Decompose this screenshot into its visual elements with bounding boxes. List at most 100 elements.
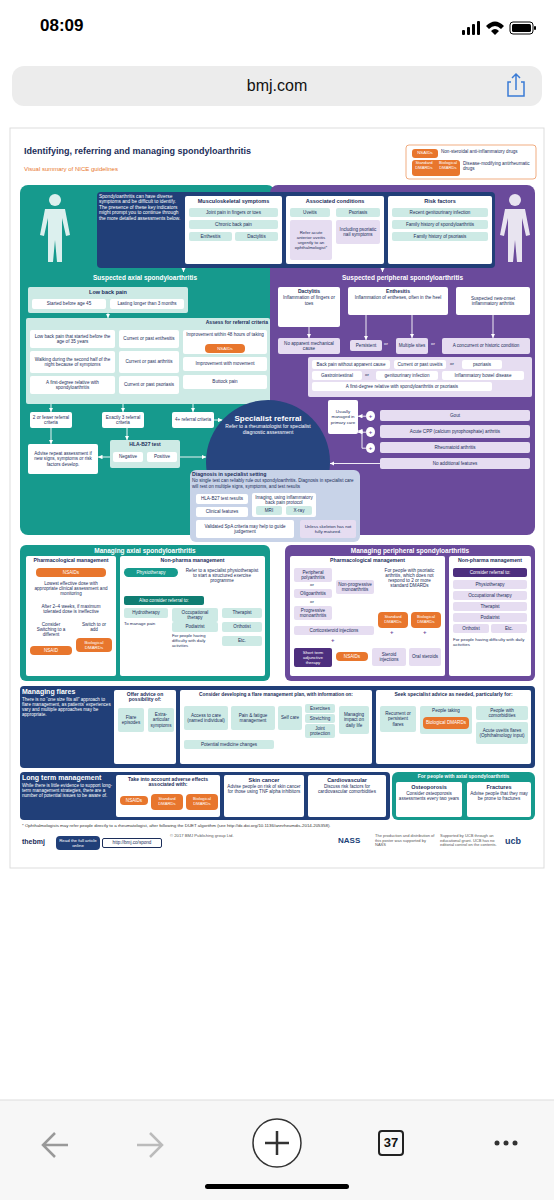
note-label: For people having difficulty with daily … bbox=[453, 637, 529, 647]
box-text: Oral steroids bbox=[412, 654, 438, 659]
box-text: Lowest effective dose with appropriate c… bbox=[32, 581, 110, 597]
text-box: HLA-B27 test results bbox=[196, 494, 248, 504]
box-text: After 2–4 weeks, if maximum tolerated do… bbox=[32, 604, 110, 615]
pill-box: People with comorbidities bbox=[476, 706, 528, 720]
box-text: MRI bbox=[265, 508, 273, 513]
box-text: Therapist bbox=[480, 604, 499, 609]
text-box: Offer advice on possibility of:Flare epi… bbox=[114, 690, 176, 764]
note-label: * Ophthalmologists may refer people dire… bbox=[22, 823, 534, 828]
box-text: Inflammation of fingers or toes bbox=[280, 295, 338, 306]
box-text: Etc. bbox=[238, 638, 246, 643]
pill-box: Steroid injections bbox=[372, 648, 406, 666]
box-text: Back pain without apparent cause bbox=[317, 362, 386, 367]
text-box: Buttock pain bbox=[183, 375, 267, 389]
text-box: Pharmacological managementNSAIDsLowest e… bbox=[26, 556, 116, 676]
pill-box: Exercises bbox=[305, 704, 335, 713]
note-label: The production and distribution of this … bbox=[375, 834, 435, 848]
box-text: Flare episodes bbox=[120, 715, 142, 726]
text-box: psoriasis bbox=[462, 360, 502, 369]
box-text: Occupational therapy bbox=[468, 593, 511, 598]
more-dots bbox=[495, 1141, 518, 1146]
box-heading: Risk factors bbox=[424, 198, 456, 204]
box-heading: For people with axial spondyloarthritis bbox=[418, 774, 510, 780]
box-text: HLA-B27 test results bbox=[201, 496, 243, 501]
section-band: Long term managementWhile there is littl… bbox=[20, 772, 390, 820]
toolbar-rule bbox=[0, 1100, 554, 1101]
text-box: Seek specialist advice as needed, partic… bbox=[376, 690, 531, 764]
pill-box: Hydrotherapy bbox=[124, 608, 168, 618]
pill-box: X-ray bbox=[286, 506, 312, 515]
pill-box: Etc. bbox=[222, 636, 262, 646]
box-text: NSAIDs bbox=[344, 654, 360, 659]
text-box: Musculoskeletal symptomsJoint pain in fi… bbox=[185, 196, 282, 264]
pill-box: Dactylitis bbox=[235, 232, 278, 241]
box-text: Physiotherapy bbox=[136, 570, 165, 575]
note-label: or bbox=[310, 582, 314, 587]
note-label: 08:09 bbox=[40, 16, 83, 36]
note-label: or bbox=[450, 361, 454, 366]
drug-pill: NSAIDs bbox=[336, 652, 368, 661]
note-label: To manage pain bbox=[124, 621, 168, 626]
pill-box: Non-progressive monoarthritis bbox=[336, 580, 374, 594]
note-label: or bbox=[310, 599, 314, 604]
box-heading: Dactylitis bbox=[298, 289, 320, 295]
box-heading: Seek specialist advice as needed, partic… bbox=[394, 692, 512, 698]
text-box: Advise repeat assessment if new signs, s… bbox=[28, 444, 98, 474]
box-text: + bbox=[369, 413, 373, 420]
pill-box: Orthotist bbox=[453, 624, 489, 633]
drug-pill: Biological DMARDs bbox=[423, 717, 469, 729]
box-text: People with comorbidities bbox=[478, 708, 526, 719]
pill-box: HLA-B27 testNegativePositive bbox=[110, 440, 180, 468]
box-text: Negative bbox=[119, 454, 137, 459]
pill-box: Unless skeleton has not fully matured. bbox=[300, 520, 356, 538]
text-box: Inflammatory bowel disease bbox=[442, 371, 524, 380]
box-text: No single test can reliably rule out spo… bbox=[192, 478, 358, 489]
text-box: Negative bbox=[113, 452, 143, 462]
box-text: Improvement within 48 hours of taking bbox=[186, 332, 264, 337]
box-text: Buttock pain bbox=[212, 379, 237, 384]
box-text: Standard DMARDs bbox=[153, 797, 181, 807]
link-box: http://bmj.co/spond bbox=[102, 838, 162, 848]
box-text: Managing impact on daily life bbox=[341, 712, 367, 728]
note-label: or bbox=[365, 372, 369, 377]
pill-box: Pain & fatigue management bbox=[231, 706, 275, 730]
box-text: Switch to or add bbox=[78, 622, 110, 633]
text-box: genitourinary infection bbox=[376, 371, 438, 380]
note-label: or bbox=[431, 341, 435, 346]
pill-box: Physiotherapy bbox=[453, 580, 527, 589]
box-heading: Low back pain bbox=[30, 289, 186, 295]
box-text: No apparent mechanical cause bbox=[280, 341, 338, 352]
flow-arrow bbox=[127, 428, 128, 440]
flow-arrow bbox=[177, 457, 206, 458]
box-text: Pain & fatigue management bbox=[233, 713, 273, 724]
plus-circle: + bbox=[366, 427, 375, 437]
section-panel: Physiotherapy bbox=[124, 568, 178, 577]
text-box: Improvement with movement bbox=[183, 357, 267, 371]
pill-box: Stretching bbox=[305, 714, 335, 723]
forward-arrow bbox=[137, 1133, 162, 1157]
text-box: Take into account adverse effects associ… bbox=[116, 775, 220, 817]
box-text: Recent genitourinary infection bbox=[410, 210, 471, 215]
text-area: Switch to or add bbox=[76, 620, 112, 636]
box-text: Started before age 45 bbox=[47, 301, 91, 306]
box-text: Non-progressive monoarthritis bbox=[338, 582, 372, 593]
new-tab-button bbox=[253, 1119, 301, 1167]
drug-pill: Biological DMARDs bbox=[76, 638, 112, 652]
flow-arrow bbox=[358, 416, 366, 417]
note-label: For people having difficulty with daily … bbox=[172, 634, 218, 648]
text-box: Current or past psoriasis bbox=[119, 376, 179, 394]
drug-pill: Standard DMARDs bbox=[378, 612, 408, 628]
text-box: Clinical features bbox=[196, 507, 248, 517]
box-text: Refer to a specialist physiotherapist to… bbox=[184, 568, 260, 584]
pill-box: Podiatrist bbox=[453, 613, 527, 622]
box-text: NSAIDs bbox=[126, 798, 142, 803]
flow-arrow bbox=[493, 315, 494, 338]
box-text: X-ray bbox=[294, 508, 305, 513]
box-text: Refer acute anterior uveitis urgently to… bbox=[292, 230, 330, 250]
box-text: bmj.com bbox=[247, 77, 307, 95]
box-text: Uveitis bbox=[303, 210, 317, 215]
status-icons bbox=[462, 21, 536, 35]
box-text: Advise repeat assessment if new signs, s… bbox=[30, 451, 96, 467]
pill-box: Including psoriatic nail symptoms bbox=[336, 220, 380, 244]
plus-circle: + bbox=[366, 443, 375, 453]
